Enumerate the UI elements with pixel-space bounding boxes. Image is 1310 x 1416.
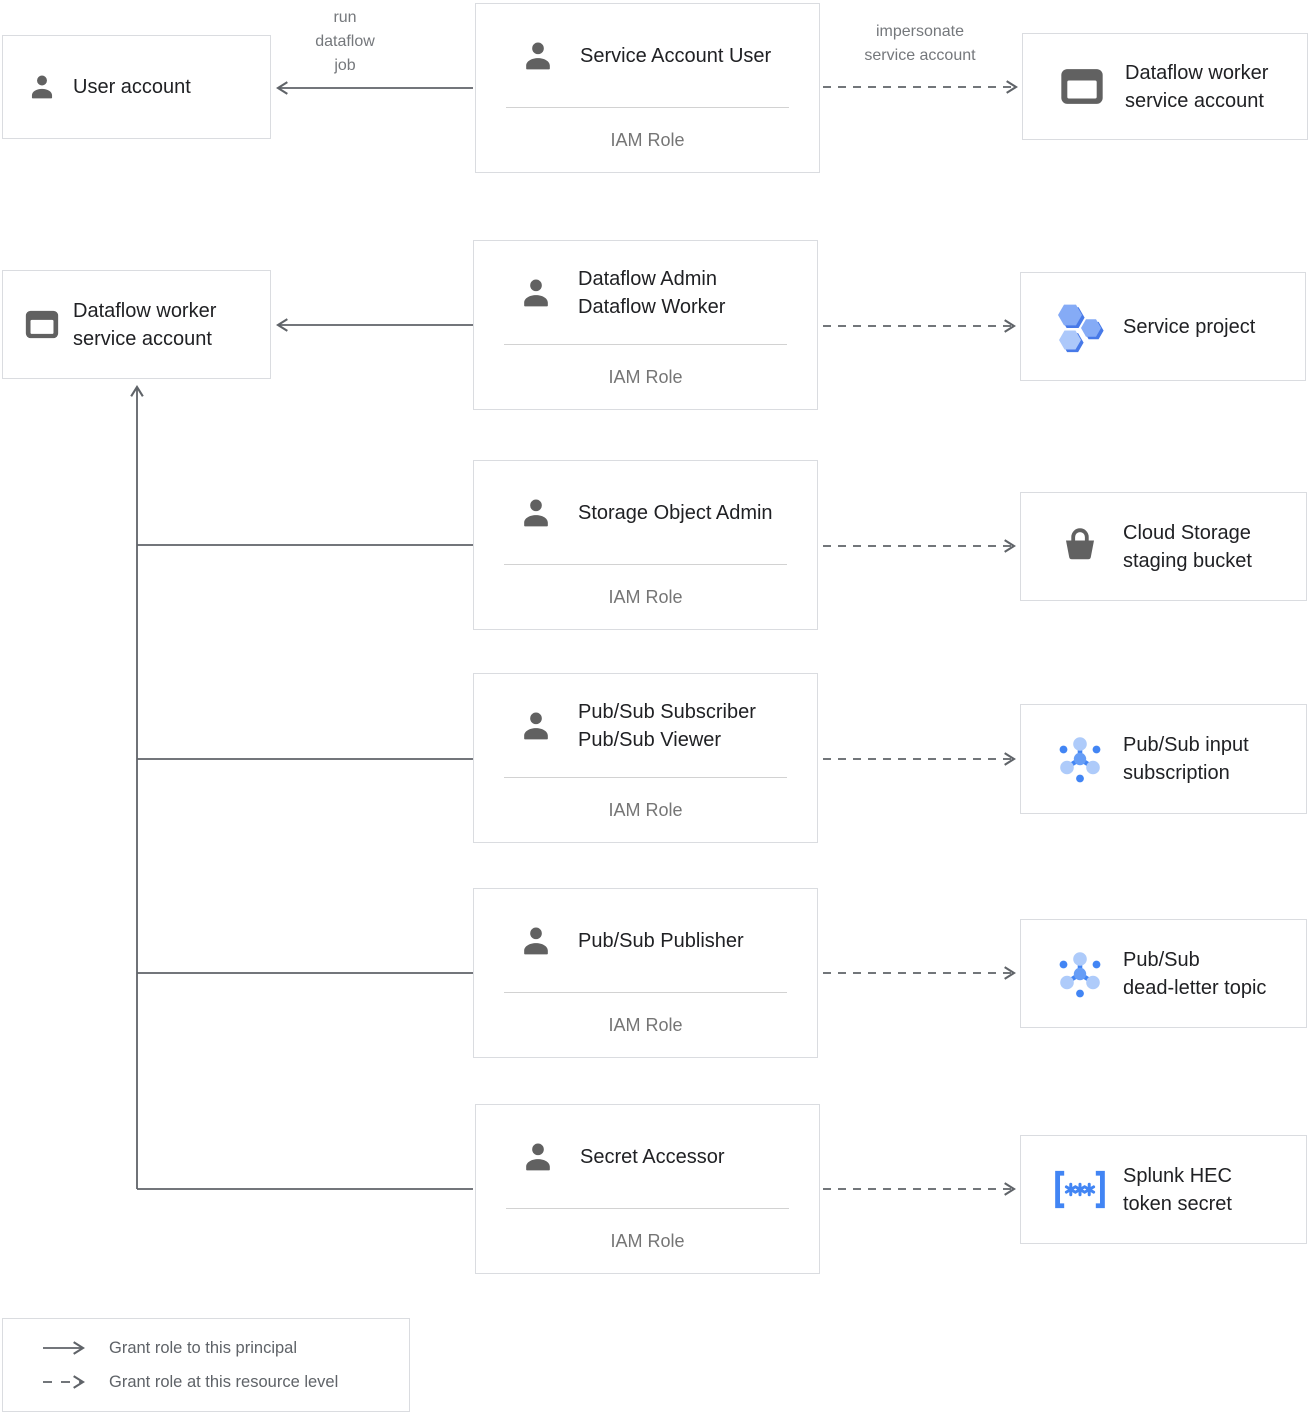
cloud-storage-staging-bucket-node: Cloud Storage staging bucket — [1020, 492, 1307, 601]
iam-role-caption: IAM Role — [608, 1014, 683, 1035]
pubsub-topic-icon — [1051, 948, 1109, 1000]
dataflow-worker-sa-label: Dataflow worker service account — [73, 299, 217, 350]
legend: Grant role to this principal Grant role … — [2, 1318, 410, 1412]
dataflow-worker-sa-node-left: Dataflow worker service account — [2, 270, 271, 379]
legend-solid-label: Grant role to this principal — [109, 1338, 298, 1357]
person-icon — [518, 36, 558, 76]
iam-role-caption: IAM Role — [610, 129, 685, 150]
person-icon — [25, 70, 59, 104]
role-title-label: Secret Accessor — [580, 1145, 725, 1168]
edge-label-impersonate: impersonate service account — [864, 23, 976, 64]
iam-role-caption: IAM Role — [608, 799, 683, 820]
service-project-label: Service project — [1123, 315, 1256, 338]
person-icon — [516, 493, 556, 533]
role-title-label: Pub/Sub Publisher — [578, 929, 744, 952]
person-icon — [516, 921, 556, 961]
cloud-storage-label: Cloud Storage staging bucket — [1123, 521, 1252, 572]
console-icon — [25, 310, 59, 339]
person-icon — [518, 1137, 558, 1177]
project-hexagons-icon — [1051, 301, 1109, 353]
pubsub-publisher-role-node: Pub/Sub Publisher IAM Role — [473, 888, 818, 1058]
pubsub-topic-icon — [1051, 733, 1109, 785]
user-account-node: User account — [2, 35, 271, 139]
console-icon — [1053, 68, 1111, 105]
secret-accessor-role-node: Secret Accessor IAM Role — [475, 1104, 820, 1274]
service-project-node: Service project — [1020, 272, 1306, 381]
person-icon — [516, 706, 556, 746]
solid-arrow-icon — [43, 1341, 85, 1355]
service-account-user-role-node: Service Account User IAM Role — [475, 3, 820, 173]
storage-object-admin-role-node: Storage Object Admin IAM Role — [473, 460, 818, 630]
user-account-label: User account — [73, 76, 191, 98]
pubsub-subscriber-viewer-role-node: Pub/Sub Subscriber Pub/Sub Viewer IAM Ro… — [473, 673, 818, 843]
divider — [504, 564, 787, 565]
storage-bucket-icon — [1051, 525, 1109, 569]
dataflow-worker-sa-node-right: Dataflow worker service account — [1022, 33, 1308, 140]
legend-row-solid: Grant role to this principal — [39, 1339, 409, 1358]
divider — [506, 1208, 789, 1209]
role-title-label: Pub/Sub Subscriber Pub/Sub Viewer — [578, 700, 756, 751]
iam-role-caption: IAM Role — [608, 366, 683, 387]
edge-label-run-dataflow-job: run dataflow job — [315, 9, 375, 74]
legend-row-dashed: Grant role at this resource level — [39, 1373, 409, 1392]
iam-role-caption: IAM Role — [608, 586, 683, 607]
dataflow-worker-sa-label: Dataflow worker service account — [1125, 61, 1269, 112]
secret-manager-icon — [1051, 1167, 1109, 1212]
person-icon — [516, 273, 556, 313]
pubsub-input-subscription-label: Pub/Sub input subscription — [1123, 734, 1249, 784]
pubsub-dead-letter-topic-node: Pub/Sub dead-letter topic — [1020, 919, 1307, 1028]
pubsub-dead-letter-topic-label: Pub/Sub dead-letter topic — [1123, 948, 1267, 999]
iam-role-caption: IAM Role — [610, 1230, 685, 1251]
divider — [504, 992, 787, 993]
dataflow-admin-worker-role-node: Dataflow Admin Dataflow Worker IAM Role — [473, 240, 818, 410]
divider — [506, 107, 789, 108]
role-title-label: Storage Object Admin — [578, 501, 773, 524]
role-title-label: Service Account User — [580, 44, 772, 67]
divider — [504, 344, 787, 345]
legend-dashed-label: Grant role at this resource level — [109, 1372, 339, 1391]
dashed-arrow-icon — [43, 1375, 85, 1389]
pubsub-input-subscription-node: Pub/Sub input subscription — [1020, 704, 1307, 814]
splunk-hec-token-secret-node: Splunk HEC token secret — [1020, 1135, 1307, 1244]
splunk-hec-token-secret-label: Splunk HEC token secret — [1123, 1164, 1232, 1215]
divider — [504, 777, 787, 778]
role-title-label: Dataflow Admin Dataflow Worker — [578, 267, 726, 318]
